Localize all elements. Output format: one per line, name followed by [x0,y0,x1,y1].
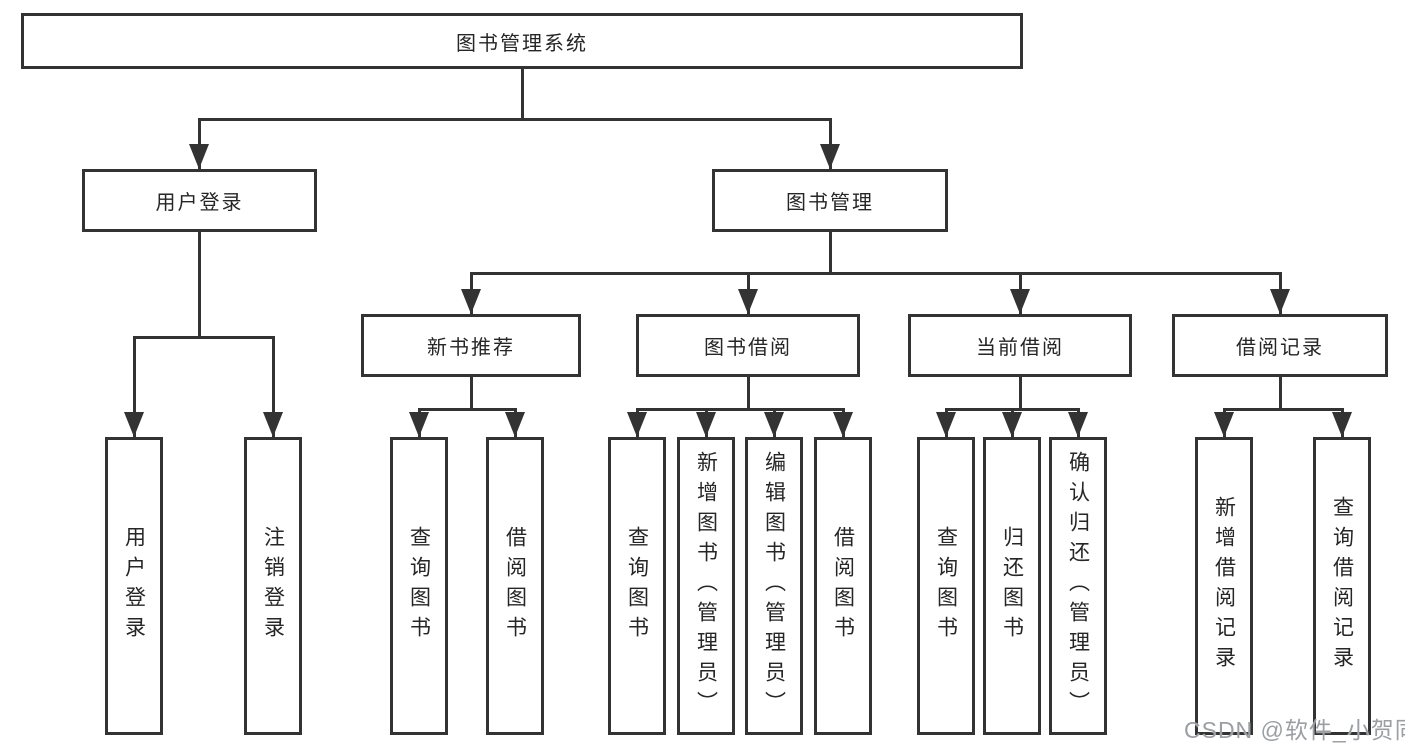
node-label: 图书借阅 [704,337,792,359]
node-label: 新增图书（管理员） [694,451,718,721]
connector [197,118,832,121]
arrowhead-icon [627,412,647,437]
connector [1222,408,1344,411]
connector [197,118,201,169]
connector [746,377,750,408]
node-add-borrow-record: 新增借阅记录 [1195,437,1253,735]
arrowhead-icon [1010,289,1030,314]
node-label: 查询图书 [934,526,958,646]
node-confirm-return-admin: 确认归还（管理员） [1049,437,1107,735]
node-label: 借阅记录 [1236,337,1324,359]
connector [271,336,275,437]
node-label: 新书推荐 [427,337,515,359]
node-query-books: 查询图书 [390,437,448,735]
arrowhead-icon [738,289,758,314]
node-label: 查询借阅记录 [1330,496,1354,676]
arrowhead-icon [505,412,525,437]
node-label: 图书管理 [786,192,874,214]
connector [1018,377,1022,408]
node-label: 当前借阅 [976,337,1064,359]
connector [417,408,517,411]
node-user-login: 用户登录 [82,169,317,232]
node-borrowing-records: 借阅记录 [1172,314,1388,377]
node-query-books: 查询图书 [917,437,975,735]
connector [197,232,201,336]
node-label: 查询图书 [407,526,431,646]
node-label: 图书管理系统 [456,32,588,55]
arrowhead-icon [1002,412,1022,437]
arrowhead-icon [820,144,840,169]
arrowhead-icon [189,144,209,169]
arrowhead-icon [936,412,956,437]
arrowhead-icon [696,412,716,437]
node-library-management-system: 图书管理系统 [21,13,1023,69]
node-edit-books-admin: 编辑图书（管理员） [745,437,803,735]
arrowhead-icon [124,412,144,437]
connector [520,69,524,118]
node-query-books: 查询图书 [608,437,666,735]
arrowhead-icon [409,412,429,437]
connector [828,232,832,272]
node-current-borrowing: 当前借阅 [908,314,1132,377]
node-add-books-admin: 新增图书（管理员） [677,437,735,735]
node-user-login-action: 用户登录 [105,437,163,735]
arrowhead-icon [1214,412,1234,437]
node-book-borrowing: 图书借阅 [636,314,860,377]
connector [828,118,832,169]
node-label: 注销登录 [261,526,285,646]
node-label: 借阅图书 [503,526,527,646]
node-logout-action: 注销登录 [244,437,302,735]
connector [469,272,1282,275]
node-label: 确认归还（管理员） [1066,451,1090,721]
node-label: 编辑图书（管理员） [762,451,786,721]
node-label: 用户登录 [155,192,244,214]
arrowhead-icon [764,412,784,437]
node-label: 归还图书 [1000,526,1024,646]
node-label: 新增借阅记录 [1212,496,1236,676]
connector [132,336,275,339]
node-label: 借阅图书 [831,526,855,646]
arrowhead-icon [1332,412,1352,437]
node-borrow-books: 借阅图书 [814,437,872,735]
node-label: 查询图书 [625,526,649,646]
node-book-management: 图书管理 [712,169,948,232]
csdn-watermark: CSDN @软件_小贺同学 [1184,717,1405,743]
connector [132,336,136,437]
arrowhead-icon [263,412,283,437]
connector [635,408,845,411]
node-new-book-recommendation: 新书推荐 [361,314,581,377]
arrowhead-icon [461,289,481,314]
arrowhead-icon [1068,412,1088,437]
node-label: 用户登录 [122,526,146,646]
arrowhead-icon [833,412,853,437]
node-query-borrow-record: 查询借阅记录 [1313,437,1371,735]
arrowhead-icon [1270,289,1290,314]
connector [1278,377,1282,408]
connector [469,377,473,408]
node-return-books: 归还图书 [983,437,1041,735]
node-borrow-books: 借阅图书 [486,437,544,735]
